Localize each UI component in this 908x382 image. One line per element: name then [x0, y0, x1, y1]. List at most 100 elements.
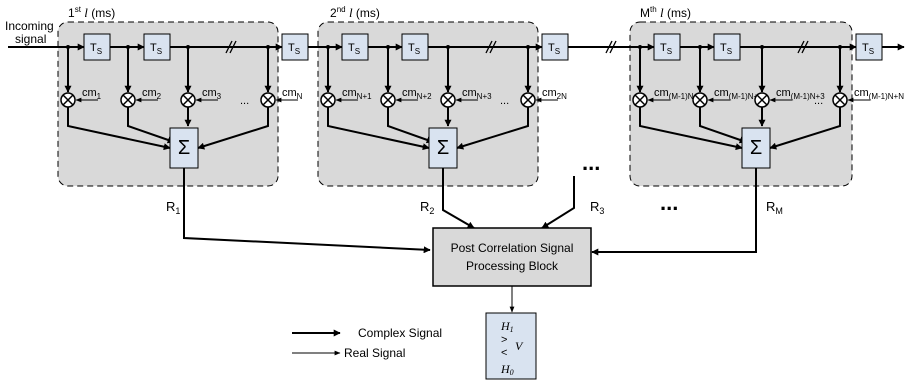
multiplier-cross [322, 94, 334, 106]
delay-block-label: TS [150, 42, 162, 56]
tap-node [838, 45, 842, 49]
incoming-signal-label-line2: signal [15, 32, 46, 46]
sum-input-line [127, 107, 175, 144]
delay-block [401, 33, 429, 61]
decision-h0: H0 [500, 362, 514, 377]
legend: Complex Signal Real Signal [292, 326, 442, 360]
sum-input-line [639, 107, 743, 151]
delay-block-label: TS [720, 42, 732, 56]
decision-v: V [515, 339, 524, 353]
coefficient-label: cmN+3 [462, 87, 492, 101]
coefficient-label: cm3 [202, 87, 222, 101]
multiplier-cross [442, 94, 454, 106]
coefficient-label: cm2N [542, 87, 567, 101]
chain-break-marks [225, 40, 809, 54]
multiplier-cross [382, 94, 394, 106]
tap-node [66, 45, 70, 49]
decision-lt: < [501, 347, 507, 359]
coefficient-label: cmN+1 [342, 87, 372, 101]
delay-block [653, 33, 681, 61]
incoming-signal-label: Incoming [5, 19, 54, 33]
legend-real-label: Real Signal [344, 346, 405, 360]
output-rm-label: RM [766, 199, 783, 216]
tap-node [126, 45, 130, 49]
sum-input-line [699, 107, 747, 144]
sigma-icon: Σ [178, 137, 190, 159]
decision-h1: H1 [500, 319, 514, 334]
post-block-line2: Processing Block [466, 259, 559, 273]
delay-block [713, 33, 741, 61]
coefficient-label: cm(M-1)N+1 [654, 87, 703, 101]
tap-node [326, 45, 330, 49]
multiplier-cross [522, 94, 534, 106]
group-1-title: 1st l (ms) [68, 5, 115, 20]
delay-block [855, 33, 883, 61]
delay-block [341, 33, 369, 61]
decision-gt: > [501, 334, 507, 346]
delay-block [83, 33, 111, 61]
delay-blocks: TS TS TS TS TS TS TS TS TS [83, 33, 883, 61]
coefficient-label: cmN+2 [402, 87, 432, 101]
sum-input-line [769, 107, 841, 150]
summation-block [169, 127, 199, 169]
multiplier-cross [694, 94, 706, 106]
sum-input-line [197, 107, 269, 150]
delay-block-label: TS [348, 42, 360, 56]
coefficient-label: cm2 [142, 87, 162, 101]
delay-block [143, 33, 171, 61]
group-gap-ellipsis: ... [582, 150, 600, 175]
group-2-box [317, 21, 539, 187]
tap-node [386, 45, 390, 49]
delay-block-label: TS [548, 42, 560, 56]
delay-block-label: TS [90, 42, 102, 56]
coefficient-label: cmN [282, 87, 303, 101]
output-gap-ellipsis: ... [660, 190, 678, 215]
coefficient-label: cm1 [82, 87, 102, 101]
multiplier-ellipsis: ... [500, 95, 509, 107]
delay-block-label: TS [408, 42, 420, 56]
tap-node [526, 45, 530, 49]
delay-block-label: TS [660, 42, 672, 56]
group-1-box [57, 21, 279, 187]
tap-node [638, 45, 642, 49]
tap-node [186, 45, 190, 49]
coefficient-label: cm(M-1)N+N [854, 87, 904, 101]
multiplier-cross [834, 94, 846, 106]
delay-block-label: TS [288, 42, 300, 56]
multiplier-ellipsis: ... [814, 95, 823, 107]
multiplier-cross [182, 94, 194, 106]
multiplier-ellipsis: ... [240, 95, 249, 107]
sum-input-line [67, 107, 171, 151]
decision-block [485, 312, 537, 380]
tap-node [446, 45, 450, 49]
multiplier-cross [62, 94, 74, 106]
tap-node [698, 45, 702, 49]
delay-block-label: TS [862, 42, 874, 56]
coefficient-label: cm(M-1)N+3 [776, 87, 825, 101]
output-r2-label: R2 [420, 199, 434, 216]
group-3-box [629, 21, 853, 187]
tap-node [266, 45, 270, 49]
sum-input-line [327, 107, 430, 151]
group-3-title: Mth l (ms) [640, 5, 691, 20]
multiplier-cross [262, 94, 274, 106]
output-routes [183, 168, 757, 256]
post-correlation-block [432, 227, 592, 287]
summation-block [428, 127, 458, 169]
group-2-title: 2nd l (ms) [330, 5, 380, 20]
multiplier-cross [122, 94, 134, 106]
sum-input-line [387, 107, 434, 144]
sum-input-line [456, 107, 529, 150]
output-r3-label: R3 [590, 199, 604, 216]
sigma-icon: Σ [750, 137, 762, 159]
output-r1-label: R1 [166, 199, 180, 216]
delay-block [281, 33, 309, 61]
legend-complex-label: Complex Signal [358, 326, 442, 340]
sigma-icon: Σ [437, 137, 449, 159]
coefficient-label: cm(M-1)N+2 [714, 87, 763, 101]
multiplier-cross [634, 94, 646, 106]
summation-block [741, 127, 771, 169]
